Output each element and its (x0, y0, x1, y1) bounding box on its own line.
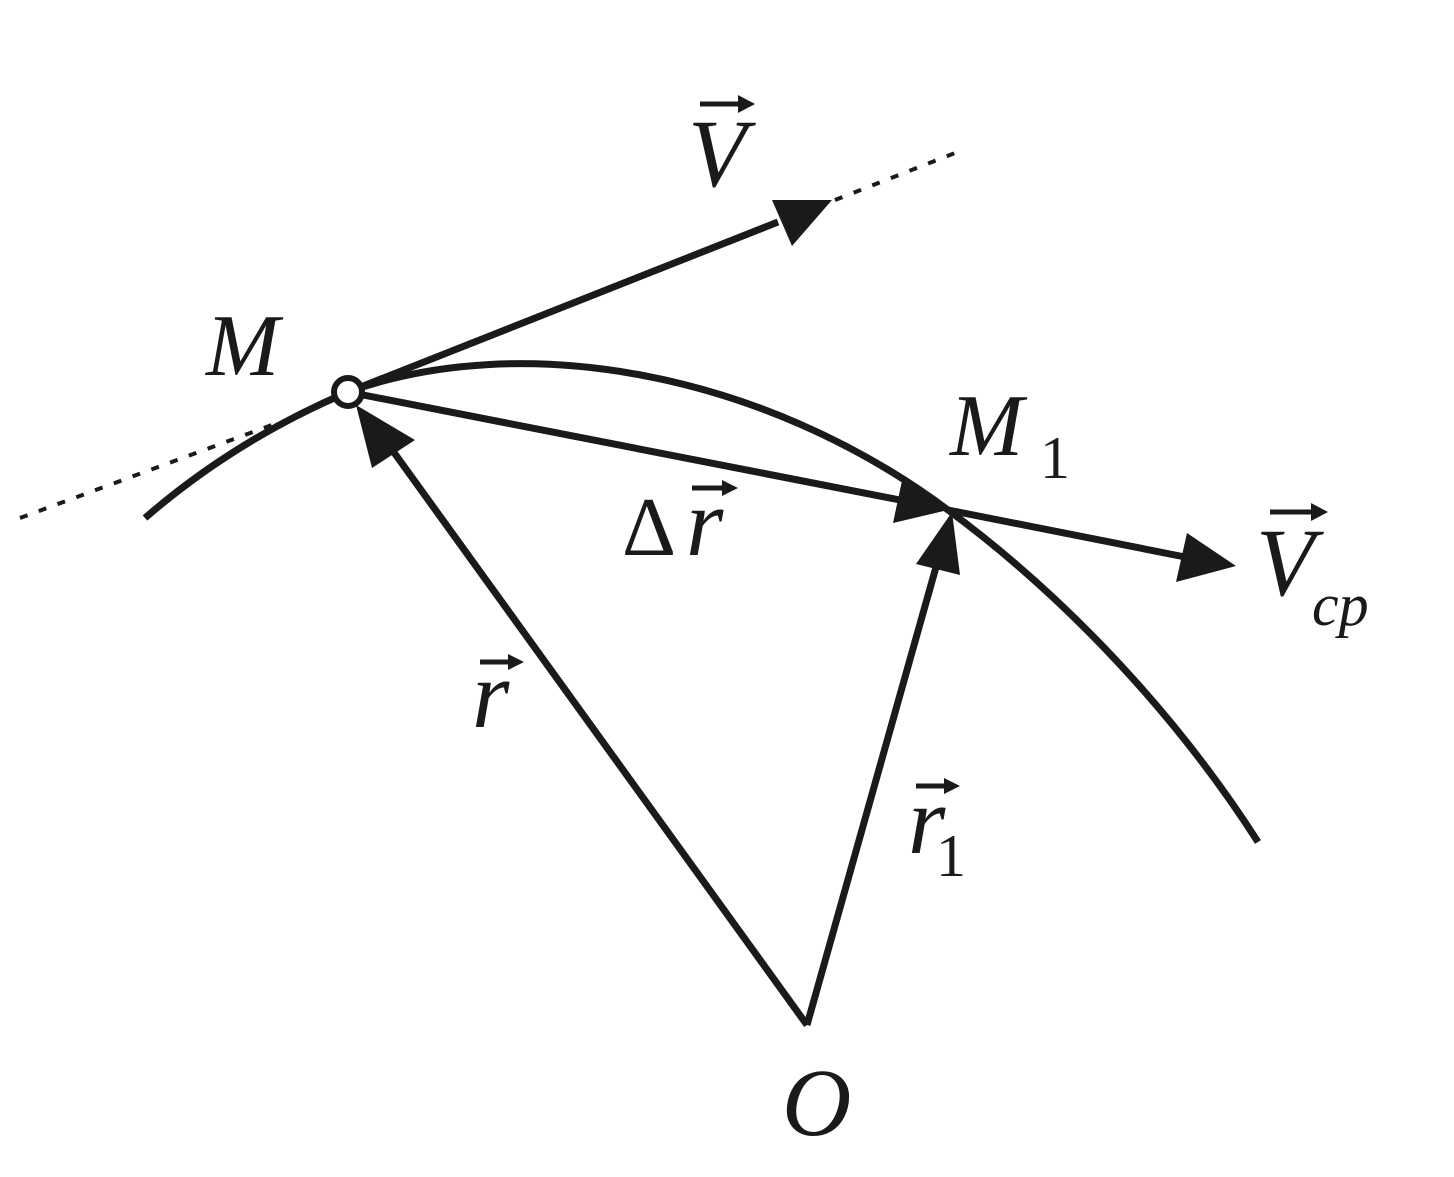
point-M (331, 375, 365, 409)
average-velocity-arrowhead (1176, 533, 1236, 582)
label-V-arrow-head (738, 95, 755, 113)
tangent-dotted-right (834, 151, 956, 202)
label-r: r (472, 641, 510, 748)
label-delta: Δ (622, 481, 676, 574)
label-r1-arrow-head (944, 778, 960, 794)
label-Vcp-arrow-head (1311, 503, 1328, 521)
delta-r-arrowhead (893, 476, 948, 523)
label-delta-r-arrow-head (722, 480, 738, 496)
label-V: V (688, 100, 756, 207)
label-O: O (782, 1049, 851, 1156)
radius-vector-r-arrowhead (356, 405, 415, 468)
label-M1-subscript: 1 (1040, 425, 1070, 491)
velocity-vector (346, 218, 780, 396)
label-Vcp: V (1256, 509, 1324, 616)
radius-vector-r1 (803, 559, 942, 1026)
tangent-dotted-left (19, 420, 281, 520)
radius-vector-r (382, 437, 810, 1028)
label-Vcp-subscript: cp (1312, 572, 1369, 638)
label-M: M (204, 298, 284, 395)
label-delta-r: r (686, 469, 724, 576)
label-M1: M (948, 378, 1028, 475)
label-r1-subscript: 1 (936, 823, 966, 889)
delta-r-vector (347, 388, 901, 504)
average-velocity-vector (947, 506, 1186, 561)
velocity-arrowhead (772, 200, 832, 246)
radius-vector-r1-arrowhead (916, 512, 960, 575)
trajectory-curve (142, 360, 1261, 844)
label-r-arrow-head (508, 654, 524, 670)
